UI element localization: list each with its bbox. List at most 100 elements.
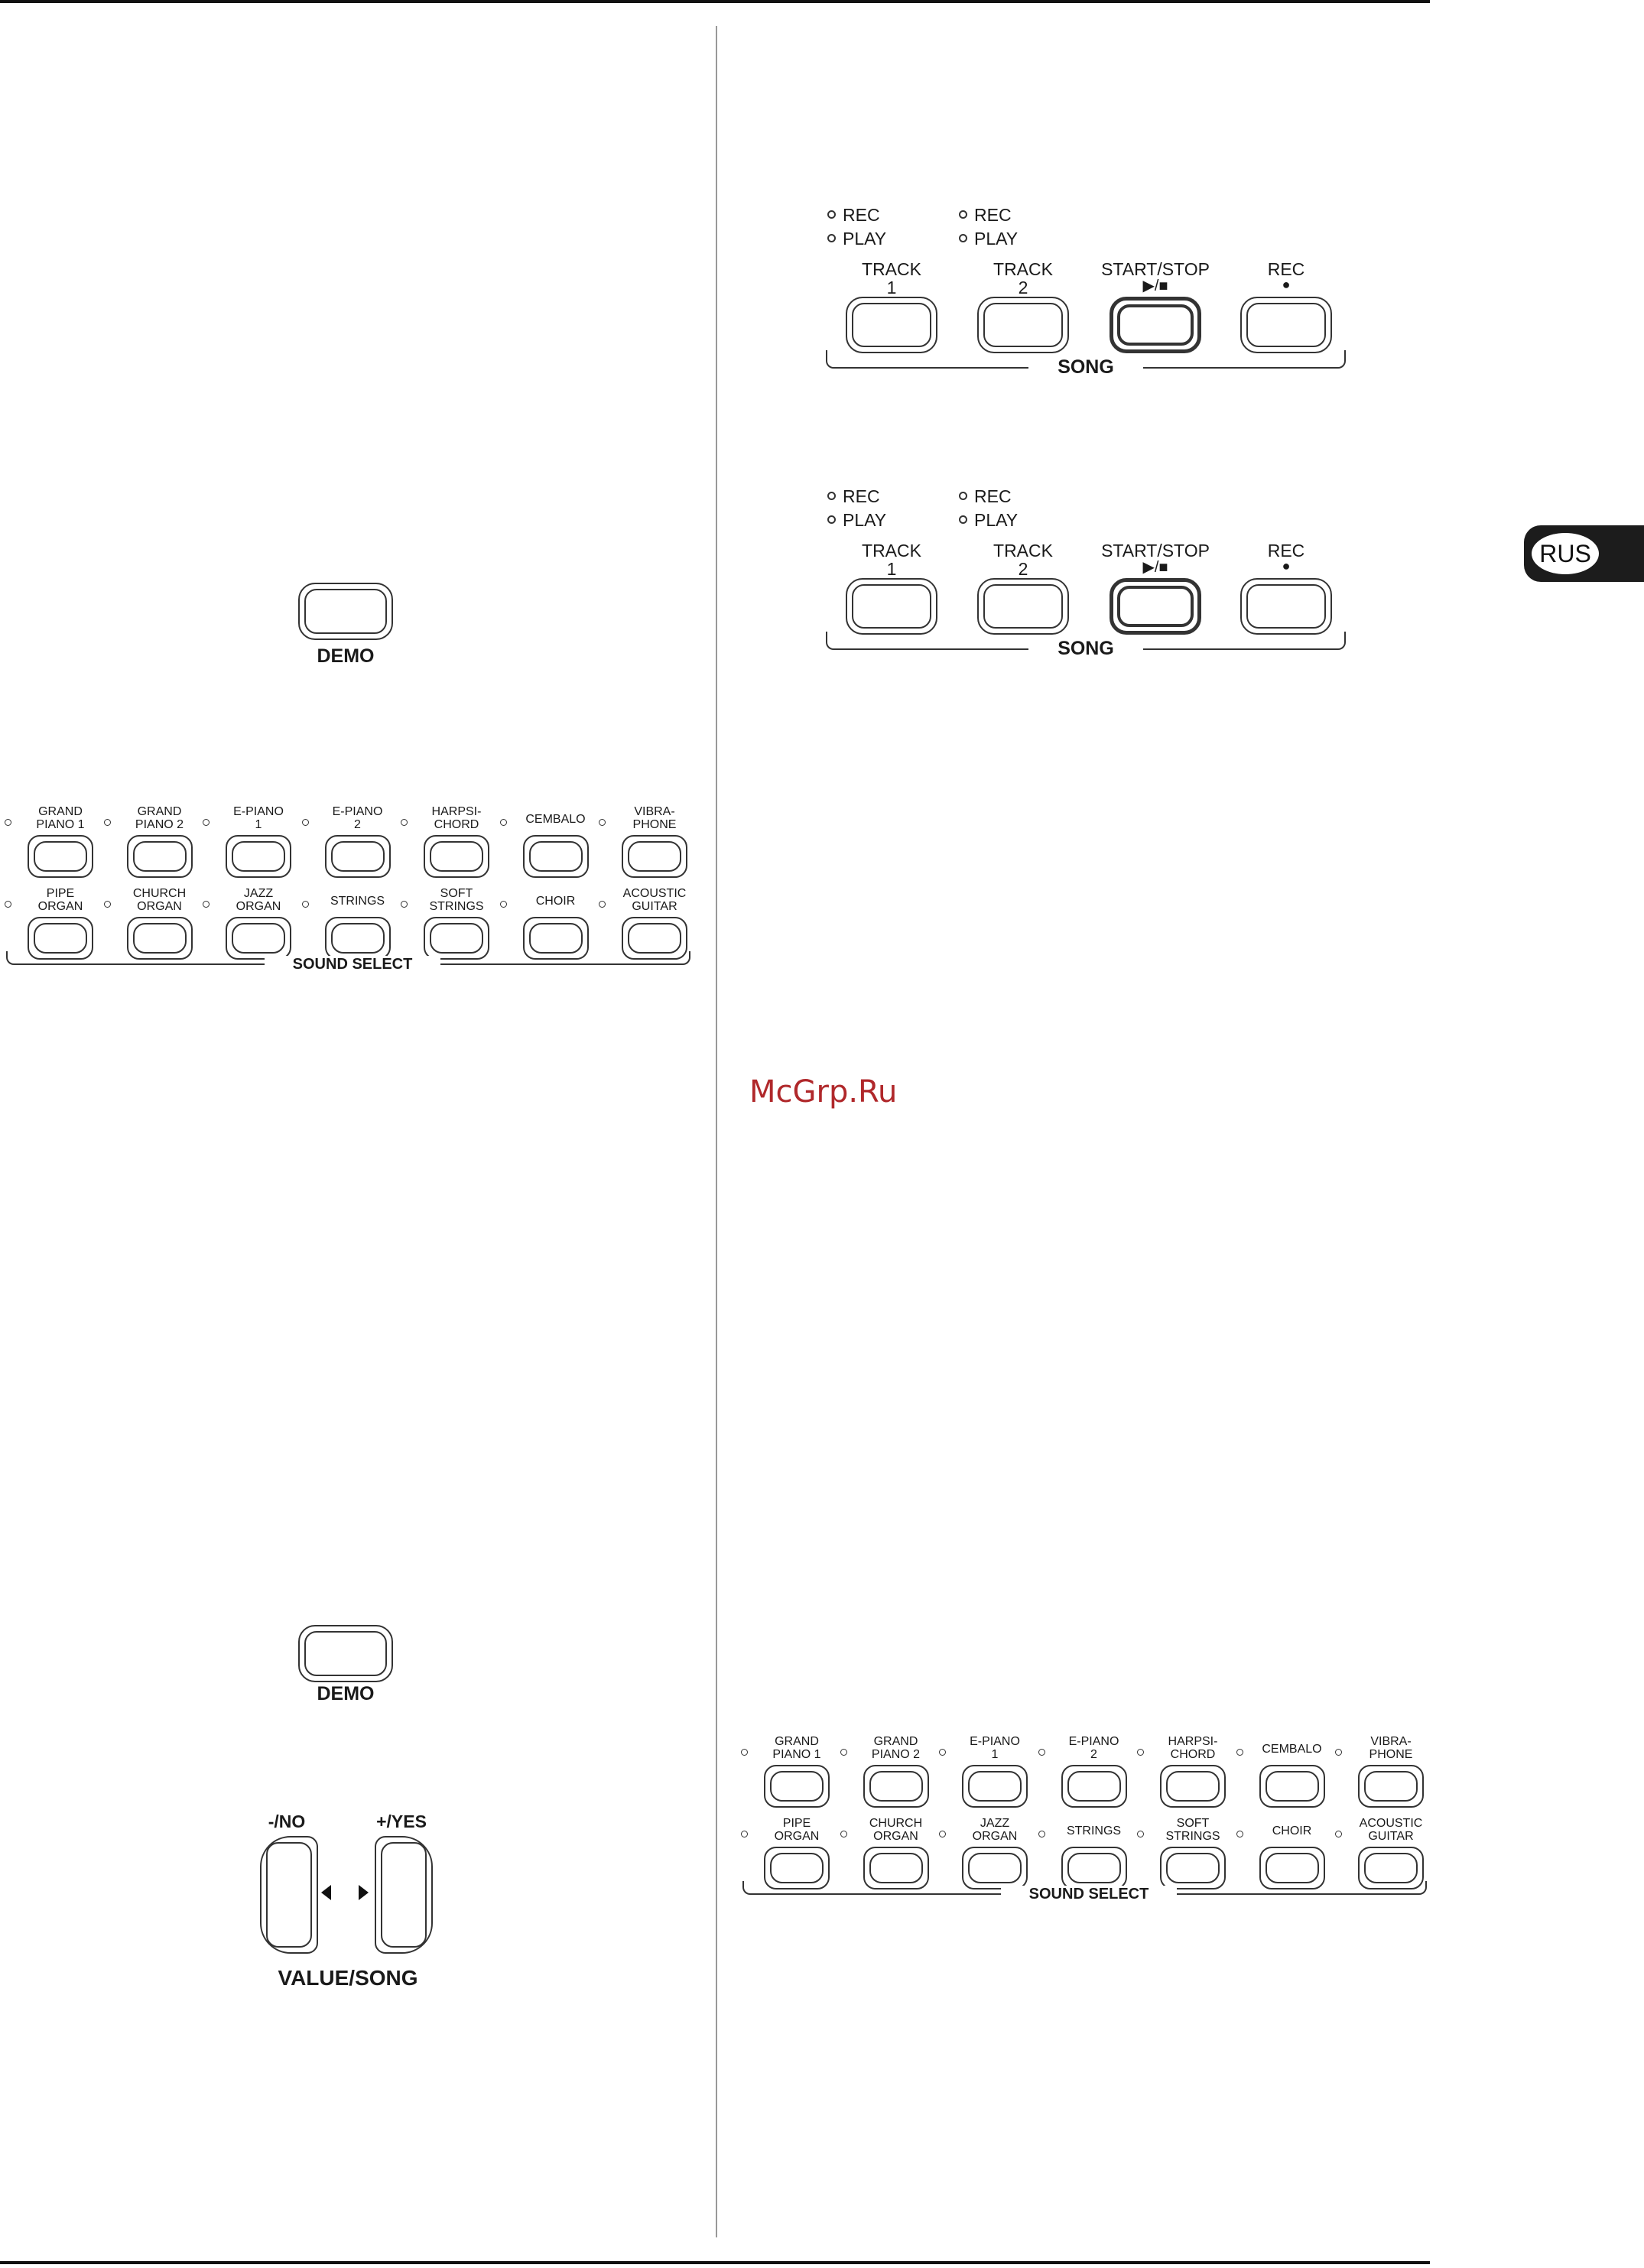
status-led: [959, 492, 967, 500]
sound-button[interactable]: [622, 835, 687, 878]
sound-led: [840, 1749, 847, 1756]
rec-button[interactable]: [1240, 578, 1332, 635]
sound-button[interactable]: [522, 835, 589, 878]
sound-led: [103, 819, 111, 826]
sound-label: CEMBALO: [525, 813, 586, 826]
sound-label: PIPE ORGAN: [37, 887, 83, 913]
sound-button[interactable]: [1358, 1847, 1424, 1889]
track-2-button[interactable]: [977, 297, 1069, 353]
sound-led: [939, 1749, 946, 1756]
status-led: [827, 492, 836, 500]
watermark-text: McGrp.Ru: [749, 1074, 898, 1110]
start-stop-label: START/STOP: [1101, 259, 1210, 279]
sound-button[interactable]: [1259, 1847, 1325, 1889]
sound-led: [741, 1749, 748, 1756]
minus-no-button[interactable]: [260, 1836, 318, 1954]
sound-led: [599, 819, 606, 826]
record-icon: ●: [1282, 558, 1291, 573]
sound-label: E-PIANO 1: [233, 805, 284, 831]
sound-button[interactable]: [28, 917, 93, 960]
sound-led: [939, 1831, 946, 1837]
sound-button[interactable]: [226, 835, 291, 878]
start-stop-button[interactable]: [1110, 297, 1201, 353]
sound-button[interactable]: [962, 1765, 1028, 1808]
sound-label: E-PIANO 2: [1068, 1735, 1119, 1761]
sound-label: PIPE ORGAN: [774, 1817, 820, 1843]
column-divider: [716, 26, 717, 2237]
demo-button[interactable]: [298, 1625, 393, 1682]
sound-button[interactable]: [324, 917, 391, 960]
track-2-button[interactable]: [977, 578, 1069, 635]
sound-led: [1236, 1749, 1243, 1756]
sound-led: [1038, 1749, 1045, 1756]
plus-yes-label: +/YES: [376, 1811, 427, 1831]
status-led: [959, 210, 967, 219]
sound-button[interactable]: [863, 1847, 929, 1889]
sound-button[interactable]: [622, 917, 687, 960]
sound-led: [840, 1831, 847, 1837]
track-1-button[interactable]: [846, 297, 937, 353]
sound-led: [103, 901, 111, 908]
sound-button[interactable]: [522, 917, 589, 960]
sound-label: SOFT STRINGS: [1165, 1817, 1220, 1843]
sound-button[interactable]: [1160, 1847, 1226, 1889]
sound-led: [499, 901, 507, 908]
play-led-label: PLAY: [843, 510, 887, 530]
demo-button[interactable]: [298, 583, 393, 640]
track-1-button[interactable]: [846, 578, 937, 635]
sound-led: [1236, 1831, 1243, 1837]
status-led: [827, 210, 836, 219]
sound-button[interactable]: [764, 1847, 830, 1889]
sound-button[interactable]: [764, 1765, 830, 1808]
status-led: [827, 234, 836, 242]
play-led-label: PLAY: [974, 229, 1019, 249]
sound-button[interactable]: [863, 1765, 929, 1808]
sound-label: CHOIR: [1272, 1824, 1312, 1837]
sound-label: CHOIR: [535, 895, 576, 908]
sound-led: [1038, 1831, 1045, 1837]
sound-led: [5, 819, 11, 826]
play-stop-icon: ▶/■: [1142, 278, 1168, 294]
sound-label: HARPSI- CHORD: [1168, 1735, 1218, 1761]
sound-led: [741, 1831, 748, 1837]
sound-label: HARPSI- CHORD: [431, 805, 482, 831]
sound-button[interactable]: [126, 917, 193, 960]
sound-button[interactable]: [1358, 1765, 1424, 1808]
play-led-label: PLAY: [843, 229, 887, 249]
plus-yes-button[interactable]: [375, 1836, 433, 1954]
sound-select-title: SOUND SELECT: [1001, 1886, 1177, 1903]
sound-button[interactable]: [424, 917, 489, 960]
sound-button[interactable]: [1160, 1765, 1226, 1808]
song-title: SONG: [1028, 356, 1143, 379]
sound-button[interactable]: [324, 835, 391, 878]
sound-button[interactable]: [1259, 1765, 1325, 1808]
track-2-label: TRACK 2: [993, 541, 1053, 580]
sound-label: GRAND PIANO 1: [772, 1735, 821, 1761]
sound-led: [203, 901, 210, 908]
sound-button[interactable]: [1061, 1765, 1127, 1808]
sound-button[interactable]: [28, 835, 93, 878]
sound-button[interactable]: [962, 1847, 1028, 1889]
status-led: [827, 515, 836, 524]
sound-led: [1335, 1831, 1342, 1837]
value-song-figure: -/NO +/YES VALUE/SONG: [252, 1808, 459, 2007]
sound-label: GRAND PIANO 2: [135, 805, 184, 831]
language-tab: RUS: [1524, 525, 1644, 582]
left-arrow-icon: [321, 1885, 331, 1900]
value-song-label: VALUE/SONG: [278, 1966, 418, 1990]
start-stop-button[interactable]: [1110, 578, 1201, 635]
sound-led: [203, 819, 210, 826]
record-icon: ●: [1282, 277, 1291, 292]
rec-button[interactable]: [1240, 297, 1332, 353]
sound-button[interactable]: [126, 835, 193, 878]
language-tab-label: RUS: [1532, 533, 1599, 574]
status-led: [959, 234, 967, 242]
sound-label: GRAND PIANO 2: [871, 1735, 921, 1761]
sound-button[interactable]: [424, 835, 489, 878]
sound-label: SOFT STRINGS: [429, 887, 484, 913]
song-title: SONG: [1028, 638, 1143, 660]
sound-button[interactable]: [226, 917, 291, 960]
